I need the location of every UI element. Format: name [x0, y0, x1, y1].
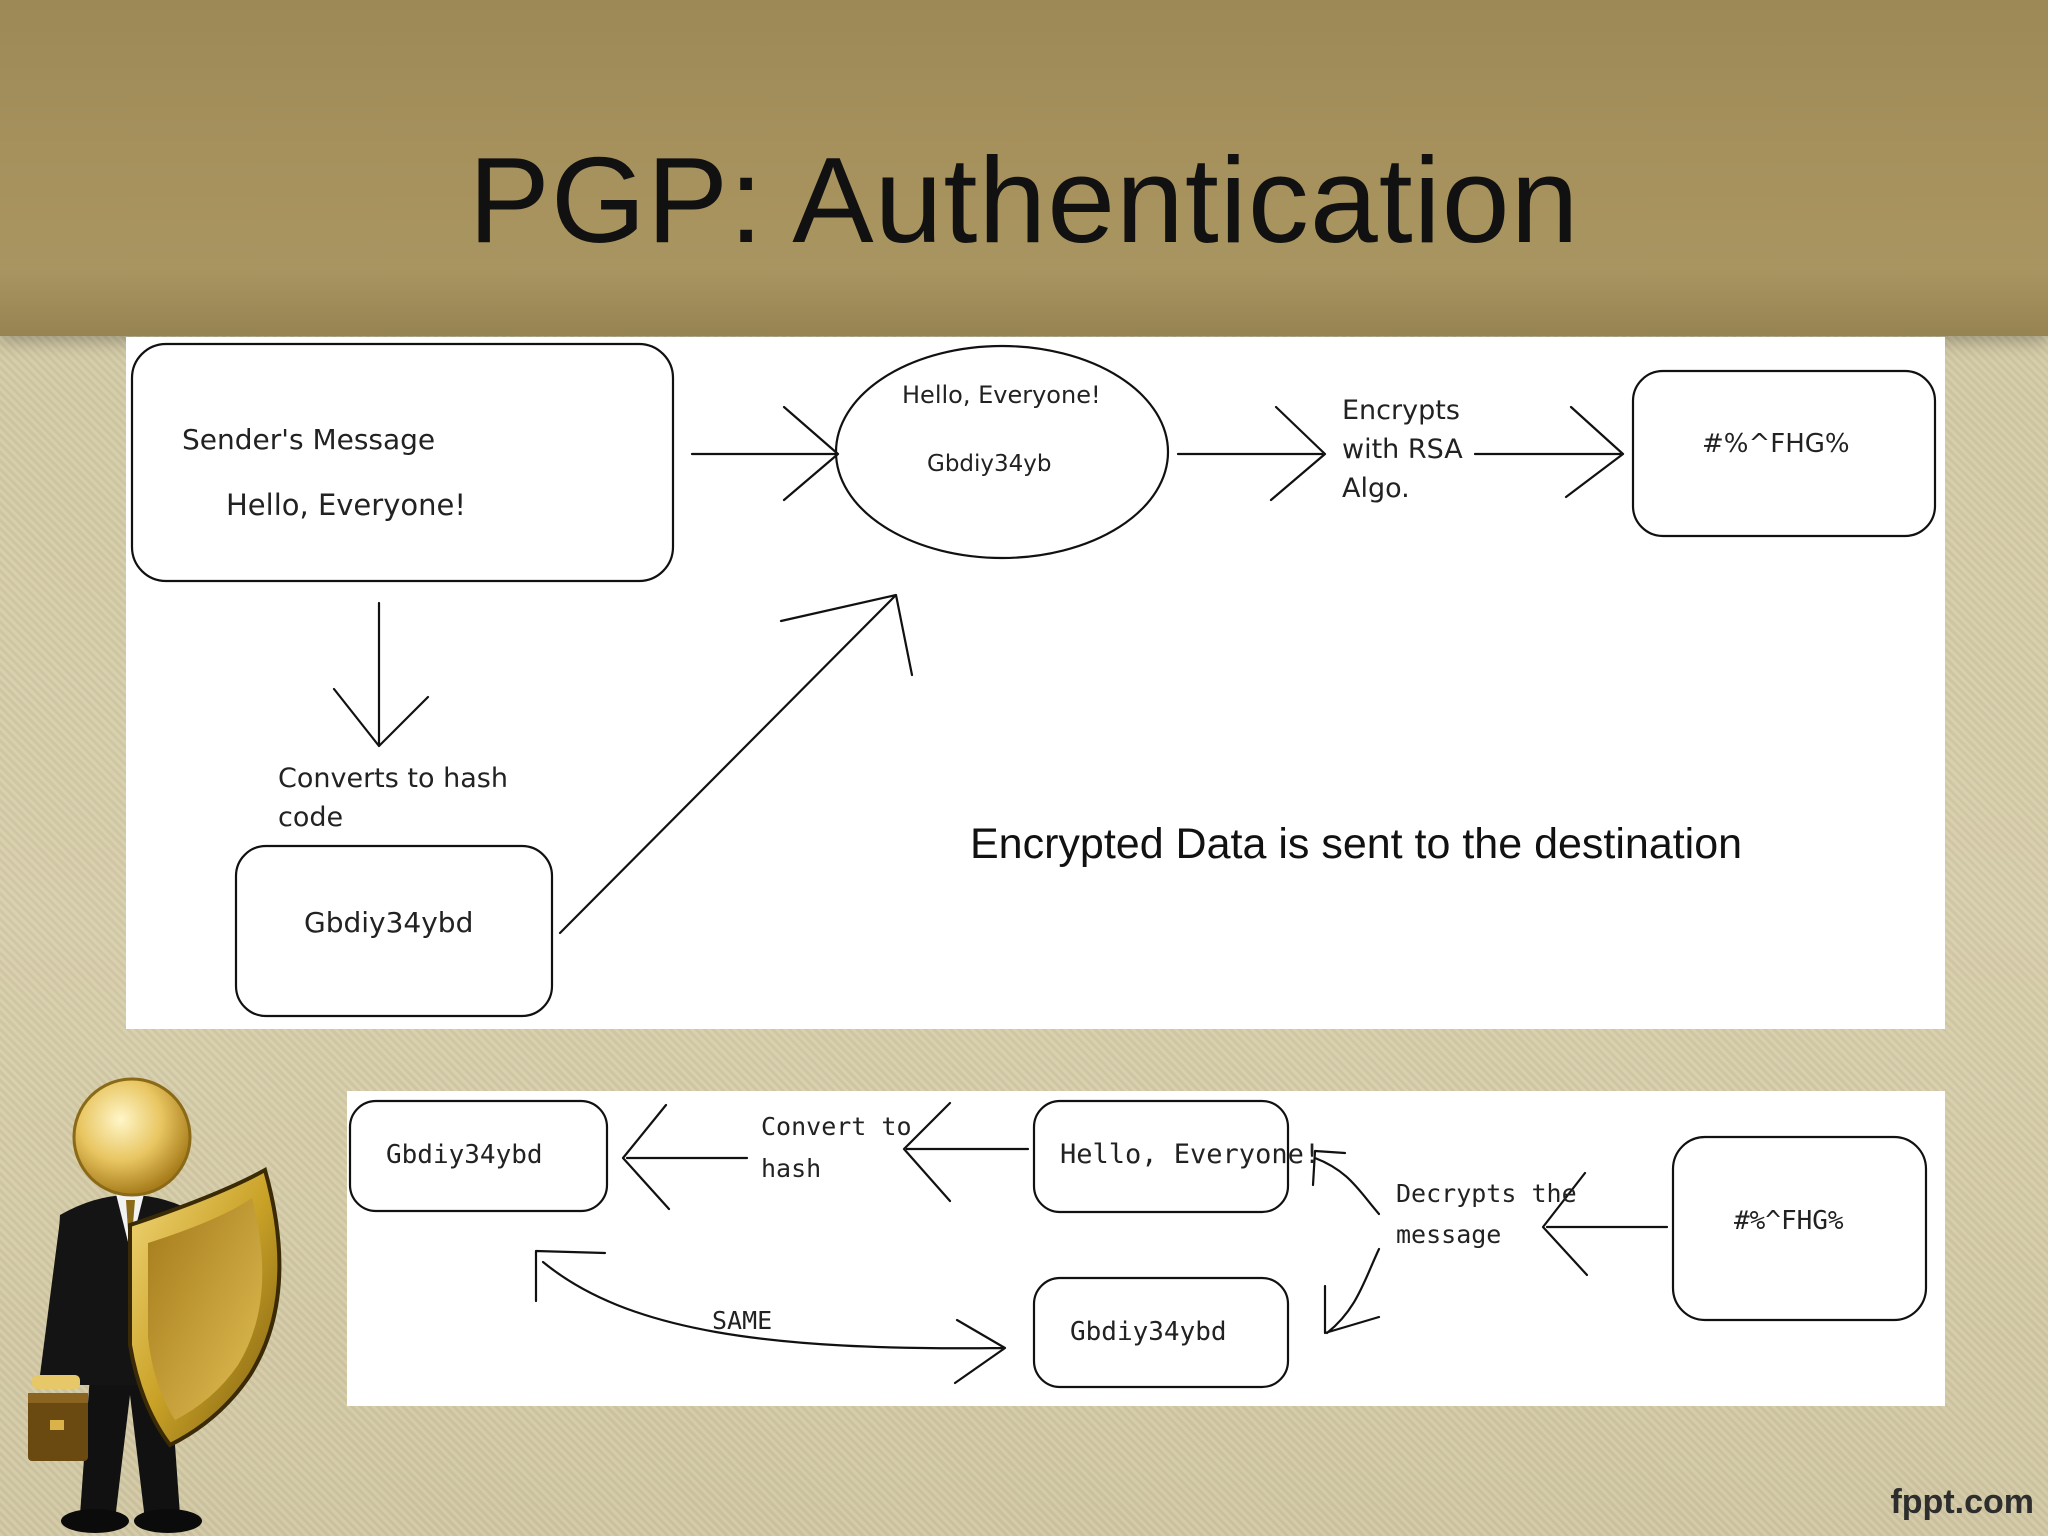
sent-to-destination-note: Encrypted Data is sent to the destinatio… [970, 820, 1743, 868]
hash-caption-line1: Converts to hash [278, 763, 508, 794]
arrow-cipher-to-decrypt [1541, 1171, 1669, 1277]
message-box-bottom-text: Hello, Everyone! [1060, 1139, 1321, 1170]
cipher-box-top [1631, 369, 1937, 538]
decrypt-label-line1: Decrypts the [1396, 1179, 1577, 1208]
arrow-decrypt-to-message [1311, 1149, 1381, 1216]
encrypt-label-line2: with RSA [1342, 434, 1463, 465]
cipher-box-bottom [1671, 1135, 1928, 1322]
arrow-message-to-convert [902, 1101, 1030, 1203]
hash-box-received-text: Gbdiy34ybd [1070, 1317, 1227, 1347]
arrow-sender-down [332, 601, 430, 748]
arrow-sender-to-ellipse [690, 405, 840, 502]
cipher-box-bottom-text: #%^FHG% [1734, 1206, 1844, 1236]
convert-label-line1: Convert to [761, 1112, 912, 1141]
hash-box-top [234, 844, 554, 1018]
slide-title: PGP: Authentication [468, 132, 1580, 268]
sender-diagram-lines [130, 342, 1937, 1018]
fppt-logo: fppt.com [1890, 1483, 2034, 1521]
receiver-diagram-lines [348, 1099, 1928, 1389]
message-box-bottom [1032, 1099, 1290, 1214]
arrow-ellipse-to-encrypt [1176, 405, 1327, 502]
arrow-convert-to-hash [621, 1103, 749, 1211]
businessman-shield-icon [28, 1077, 282, 1533]
ellipse-text-line2: Gbdiy34yb [927, 451, 1052, 477]
hash-caption-line2: code [278, 802, 344, 833]
ellipse-text-line1: Hello, Everyone! [902, 381, 1101, 409]
arrow-same-compare [534, 1249, 1007, 1385]
arrow-decrypt-to-hash [1323, 1247, 1381, 1335]
same-label: SAME [712, 1306, 773, 1335]
sender-message-box [130, 342, 675, 583]
sender-diagram-panel: Sender's Message Hello, Everyone! Hello,… [126, 337, 1945, 1029]
sender-box-title: Sender's Message [182, 423, 436, 456]
convert-label-line2: hash [761, 1154, 822, 1183]
hash-box-top-text: Gbdiy34ybd [304, 906, 474, 939]
slide-header [0, 0, 2048, 336]
arrow-hash-to-ellipse [558, 593, 914, 935]
hash-box-left [348, 1099, 609, 1213]
receiver-diagram-panel: #%^FHG% Decrypts the message Hello, Ever… [347, 1091, 1945, 1406]
decrypt-label-line2: message [1396, 1220, 1502, 1249]
cipher-box-top-text: #%^FHG% [1702, 429, 1850, 459]
encrypt-label-line3: Algo. [1342, 473, 1410, 504]
hash-box-left-text: Gbdiy34ybd [386, 1140, 543, 1170]
sender-box-text: Hello, Everyone! [226, 488, 466, 522]
hash-box-received [1032, 1276, 1290, 1389]
arrow-encrypt-to-cipher [1473, 405, 1625, 499]
encrypt-label-line1: Encrypts [1342, 395, 1460, 426]
